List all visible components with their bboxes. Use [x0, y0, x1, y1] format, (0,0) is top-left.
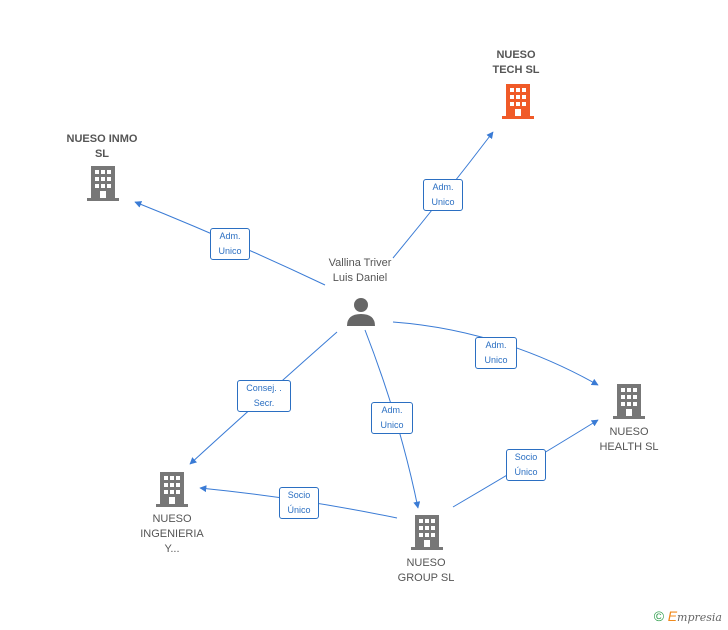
role-tech-line2: Unico [431, 197, 455, 207]
building-icon-health[interactable] [613, 384, 645, 419]
ingenieria-line3: Y... [164, 543, 180, 555]
person-label[interactable]: Vallina Triver Luis Daniel [310, 256, 410, 286]
role-box-tech[interactable]: Adm. Unico [423, 179, 463, 211]
tech-line2: TECH SL [492, 64, 540, 76]
person-name-line2: Luis Daniel [332, 272, 388, 284]
role-ingenieria-line1: Consej. . [246, 383, 282, 393]
building-icon-ingenieria[interactable] [156, 472, 188, 507]
role-group-ingenieria-line1: Socio [287, 490, 311, 500]
building-icon-inmo[interactable] [87, 166, 119, 201]
role-box-group-health[interactable]: Socio Único [506, 449, 546, 481]
company-label-inmo[interactable]: NUESO INMO SL [52, 132, 152, 162]
ingenieria-line1: NUESO [152, 513, 192, 525]
footer-brand: © Empresia [654, 608, 722, 624]
group-line1: NUESO [406, 557, 446, 569]
brand-logo-initial: E [667, 608, 678, 624]
role-health-line1: Adm. [485, 340, 507, 350]
building-icon-group[interactable] [411, 515, 443, 550]
role-box-group-ingenieria[interactable]: Socio Único [279, 487, 319, 519]
health-line1: NUESO [609, 426, 649, 438]
role-box-ingenieria[interactable]: Consej. . Secr. [237, 380, 291, 412]
group-line2: GROUP SL [397, 572, 455, 584]
company-label-ingenieria[interactable]: NUESO INGENIERIA Y... [125, 512, 219, 557]
role-tech-line1: Adm. [432, 182, 454, 192]
health-line2: HEALTH SL [599, 441, 659, 453]
role-group-health-line1: Socio [514, 452, 538, 462]
copyright-symbol: © [653, 608, 665, 624]
inmo-line1: NUESO INMO [66, 133, 138, 145]
role-box-inmo[interactable]: Adm. Unico [210, 228, 250, 260]
company-label-group[interactable]: NUESO GROUP SL [378, 556, 474, 586]
brand-logo-text: mpresia [677, 611, 722, 624]
role-group-line2: Unico [380, 420, 404, 430]
role-box-group[interactable]: Adm. Unico [371, 402, 413, 434]
role-box-health[interactable]: Adm. Unico [475, 337, 517, 369]
tech-line1: NUESO [496, 49, 536, 61]
building-icon-tech[interactable] [502, 84, 534, 119]
company-label-tech[interactable]: NUESO TECH SL [468, 48, 564, 78]
role-health-line2: Unico [484, 355, 508, 365]
ingenieria-line2: INGENIERIA [140, 528, 204, 540]
role-group-ingenieria-line2: Único [287, 505, 311, 515]
person-icon[interactable] [346, 296, 376, 326]
role-inmo-line2: Unico [218, 246, 242, 256]
inmo-line2: SL [94, 148, 110, 160]
role-group-line1: Adm. [381, 405, 403, 415]
role-ingenieria-line2: Secr. [253, 398, 275, 408]
person-name-line1: Vallina Triver [328, 257, 392, 269]
company-label-health[interactable]: NUESO HEALTH SL [580, 425, 678, 455]
role-inmo-line1: Adm. [219, 231, 241, 241]
role-group-health-line2: Único [514, 467, 538, 477]
